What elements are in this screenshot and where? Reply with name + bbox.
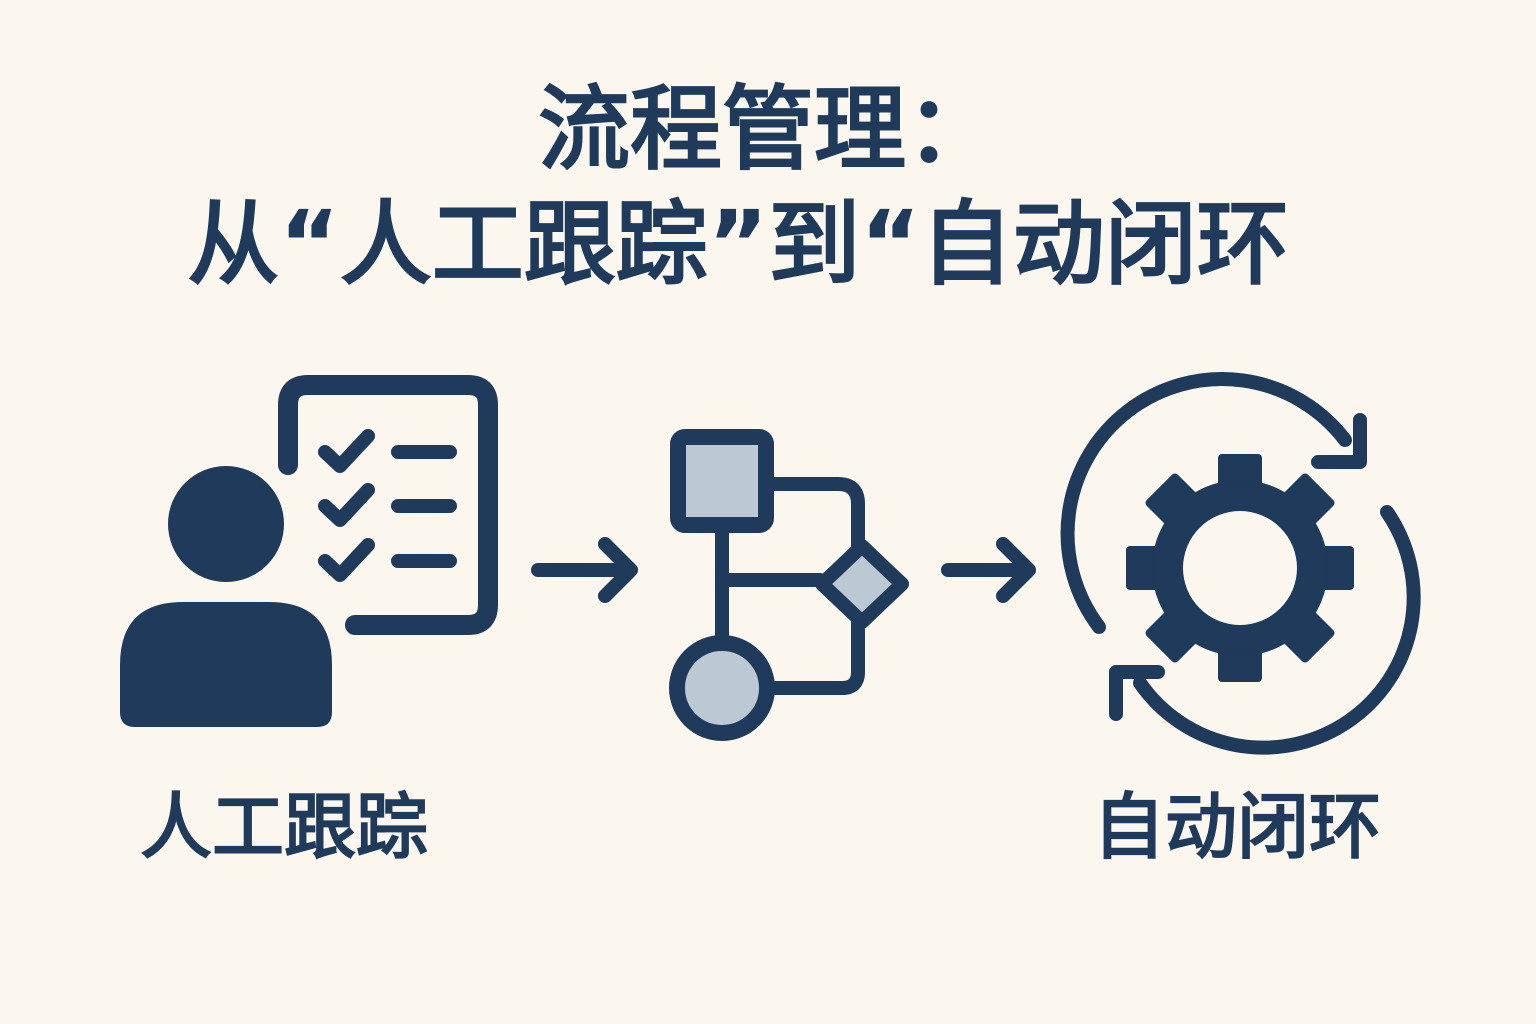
flowchart-icon <box>669 429 909 741</box>
gear-cycle-icon <box>1060 372 1421 755</box>
stage-label-manual-tracking: 人工跟踪 <box>140 785 429 869</box>
flow-circle-node <box>669 635 775 741</box>
flow-square-node <box>670 429 774 533</box>
cycle-arrow-top-icon <box>1060 372 1352 634</box>
check-mark-3-icon <box>318 538 375 582</box>
stage-label-auto-closed-loop: 自动闭环 <box>1093 785 1382 869</box>
check-mark-1-icon <box>318 429 375 473</box>
person-body-icon <box>120 602 332 727</box>
gear-icon <box>1126 454 1354 682</box>
arrow-right-icon <box>531 537 638 603</box>
title-line-2: 从“人工跟踪”到“自动闭环 <box>187 191 1289 298</box>
check-mark-2-icon <box>318 483 375 527</box>
flow-diamond-node <box>815 539 909 629</box>
person-head-icon <box>168 466 284 582</box>
checklist-document-icon <box>278 375 498 635</box>
arrow-right-icon <box>941 537 1036 603</box>
person-checklist-icon <box>120 375 498 727</box>
cycle-arrow-bottom-icon <box>1133 505 1421 755</box>
title-line-1: 流程管理： <box>537 76 998 183</box>
